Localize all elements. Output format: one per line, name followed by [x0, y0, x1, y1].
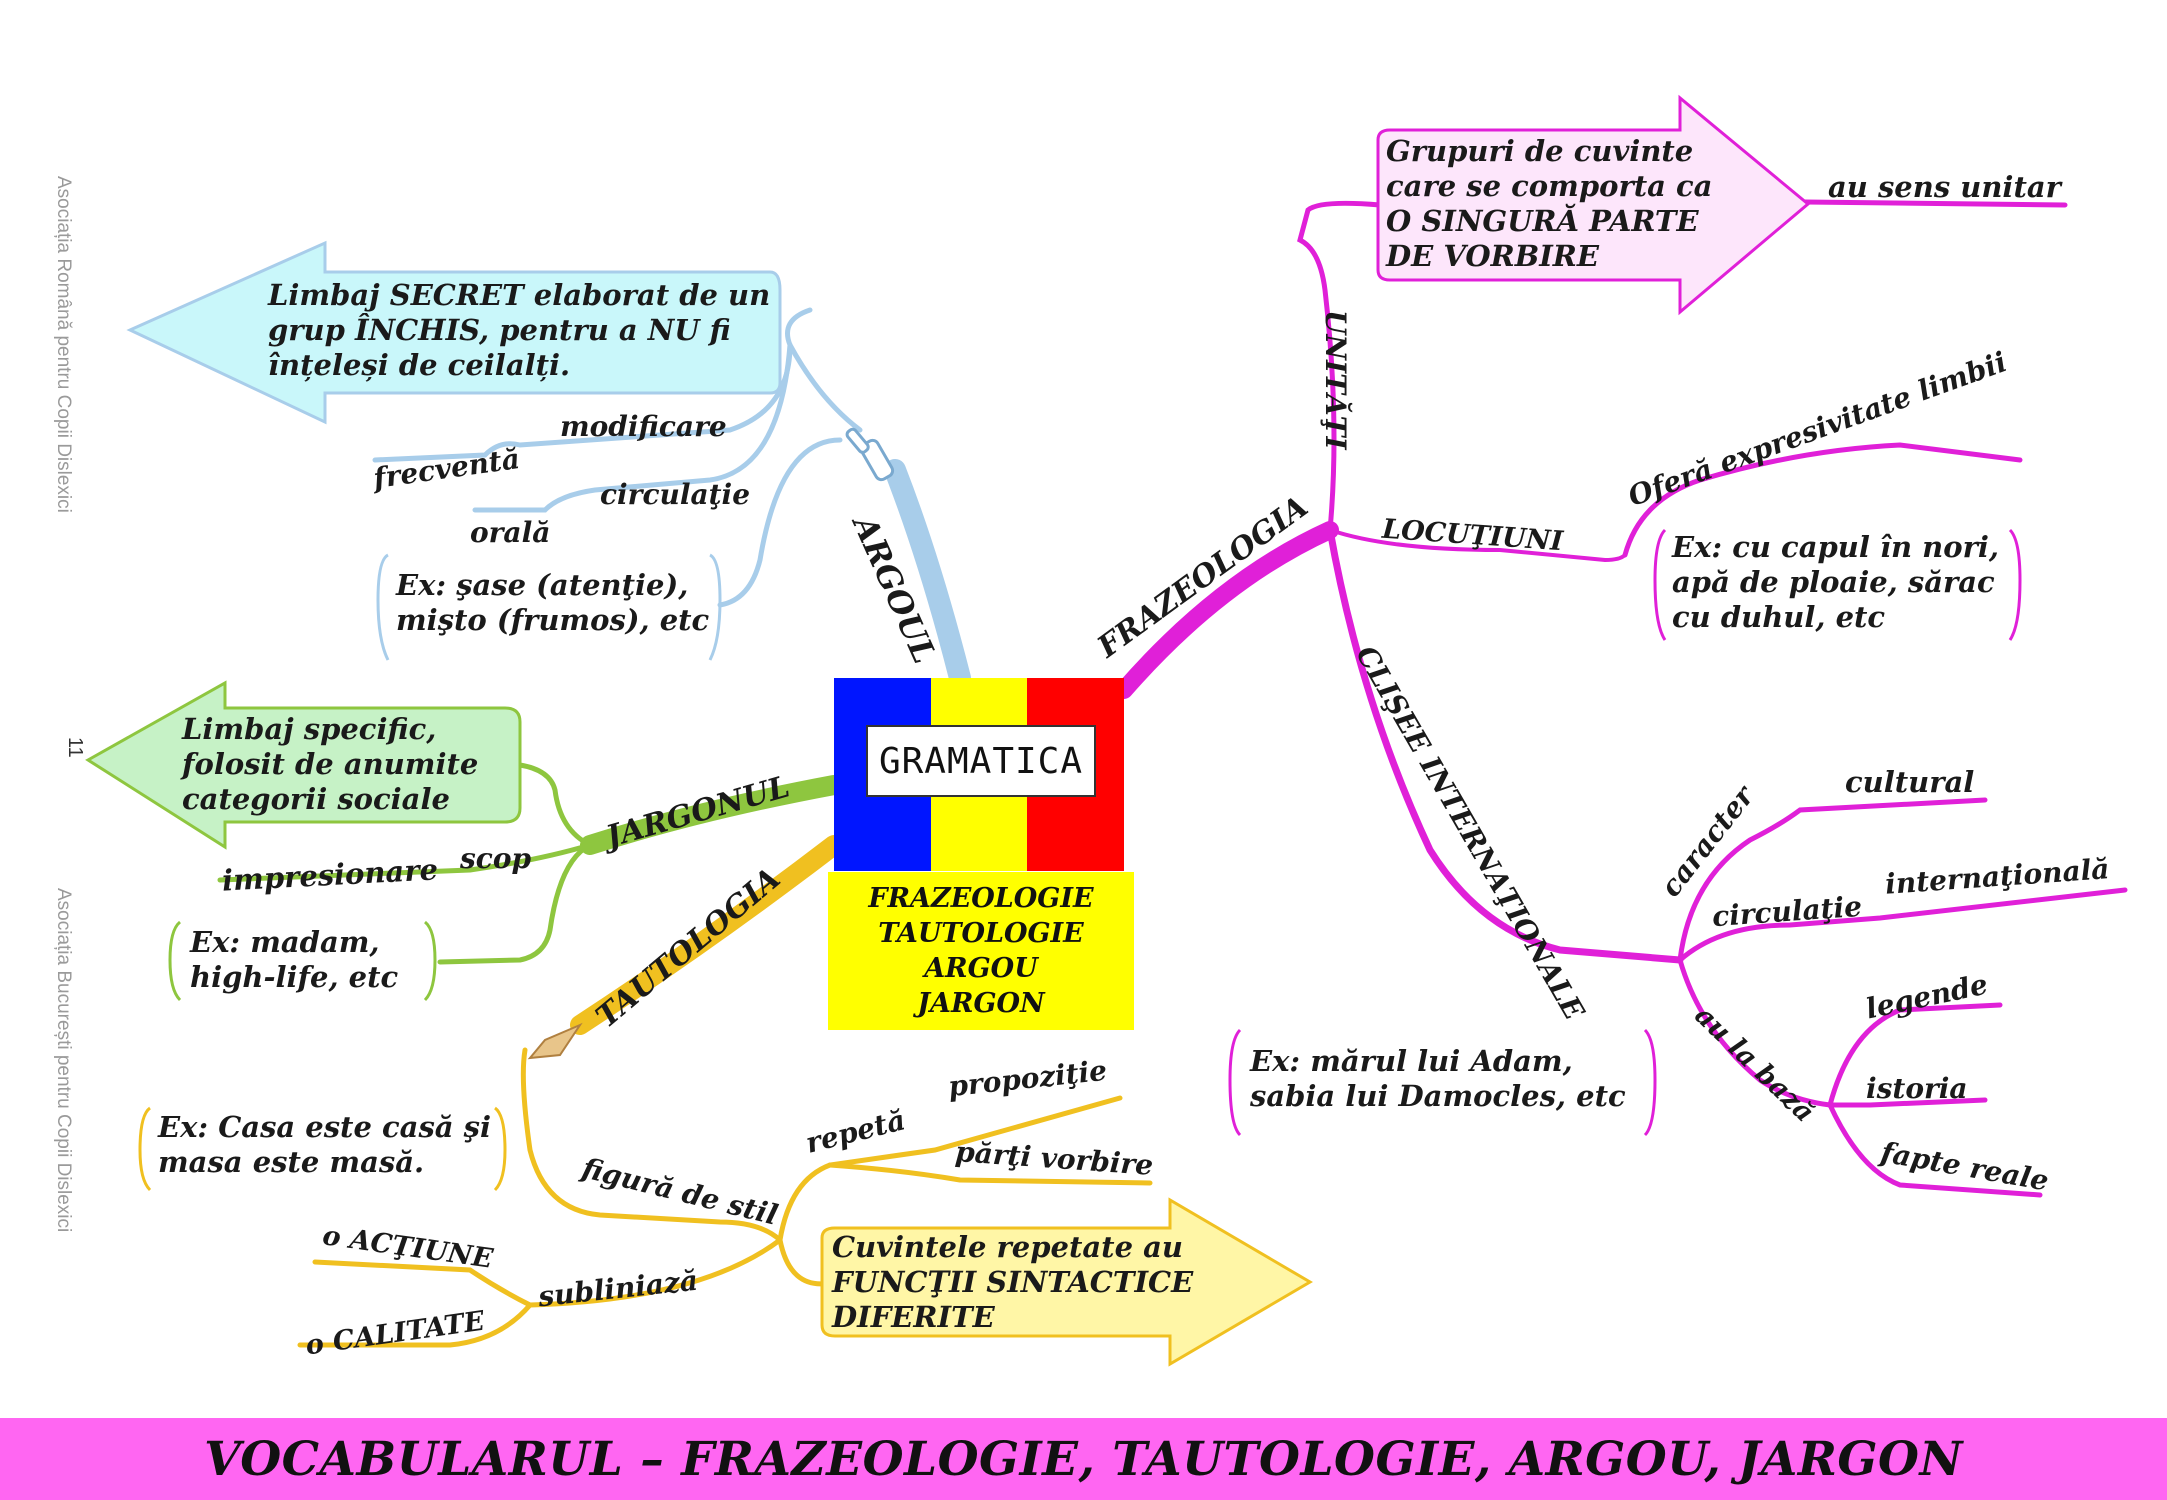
jargon-example: Ex: madam, high-life, etc: [190, 925, 398, 995]
frazeologie-sens: au sens unitar: [1828, 170, 2061, 204]
jargon-definition-arrow: [85, 680, 522, 850]
page-number: 11: [64, 737, 86, 758]
argou-circulatie: circulaţie: [600, 478, 751, 511]
tautologie-example: Ex: Casa este casă şi masa este masă.: [158, 1110, 491, 1180]
frazeologie-locutiuni-example-line: cu duhul, etc: [1672, 600, 1886, 634]
argou-definition: Limbaj SECRET elaborat de un grup ÎNCHIS…: [268, 278, 770, 383]
tautologie-note-line: DIFERITE: [832, 1300, 995, 1334]
locutiuni-example-brace: [1653, 528, 2022, 641]
argou-orala: orală: [470, 516, 551, 549]
tautologie-example-line: masa este masă.: [158, 1145, 425, 1179]
center-topic: FRAZEOLOGIE: [868, 883, 1094, 914]
argou-definition-arrow: [126, 240, 782, 425]
argou-definition-line: Limbaj SECRET elaborat de un: [268, 278, 771, 312]
tautologie-note-arrow: [820, 1197, 1313, 1367]
jargon-scop: scop: [460, 842, 532, 875]
jargon-definition-line: Limbaj specific,: [182, 712, 437, 746]
tautologie-note-line: Cuvintele repetate au: [832, 1230, 1183, 1264]
argou-definition-line: înțeleși de ceilalți.: [268, 348, 571, 382]
tautologie-branch: [297, 835, 1153, 1348]
center-topics: FRAZEOLOGIE TAUTOLOGIE ARGOU JARGON: [828, 872, 1134, 1030]
tautologie-example-brace: [138, 1106, 507, 1192]
footer-banner: VOCABULARUL – FRAZEOLOGIE, TAUTOLOGIE, A…: [0, 1418, 2167, 1500]
argou-example-brace: [376, 553, 722, 661]
frazeologie-clisee-example: Ex: mărul lui Adam, sabia lui Damocles, …: [1250, 1044, 1626, 1114]
jargon-definition: Limbaj specific, folosit de anumite cate…: [182, 712, 478, 817]
frazeologie-locutiuni-example-line: Ex: cu capul în nori,: [1672, 530, 1999, 564]
frazeologie-istoria: istoria: [1866, 1072, 1968, 1105]
center-topic: TAUTOLOGIE: [878, 918, 1084, 949]
argou-example: Ex: şase (atenţie), mişto (frumos), etc: [396, 568, 709, 638]
frazeologie-locutiuni-example-line: apă de ploaie, sărac: [1672, 565, 1995, 599]
argou-example-line: Ex: şase (atenţie),: [396, 568, 689, 602]
frazeologie-unitati-line: O SINGURĂ PARTE: [1386, 204, 1699, 238]
argou-definition-line: grup ÎNCHIS, pentru a NU fi: [268, 313, 731, 347]
side-text-top: Asociația Română pentru Copii Dislexici: [53, 176, 74, 513]
jargon-branch: [217, 762, 844, 965]
side-text-bottom: Asociația București pentru Copii Dislexi…: [53, 888, 74, 1233]
jargon-definition-line: categorii sociale: [182, 782, 450, 816]
frazeologie-unitati-line: Grupuri de cuvinte: [1386, 134, 1694, 168]
clisee-example-brace: [1228, 1028, 1657, 1137]
tautologie-example-line: Ex: Casa este casă şi: [158, 1110, 492, 1144]
argou-branch: [372, 307, 971, 689]
frazeologie-unitati-line: care se comporta ca: [1386, 169, 1713, 203]
frazeologie-unitati: UNITĂŢI: [1319, 310, 1352, 450]
tautologie-note-line: FUNCŢII SINTACTICE: [832, 1265, 1194, 1299]
frazeologie-unitati-box: Grupuri de cuvinte care se comporta ca O…: [1386, 134, 1712, 274]
frazeologie-clisee-example-line: sabia lui Damocles, etc: [1250, 1079, 1626, 1113]
footer-title: VOCABULARUL – FRAZEOLOGIE, TAUTOLOGIE, A…: [204, 1431, 1963, 1487]
argou-modificare: modificare: [560, 410, 727, 443]
center-topic: JARGON: [917, 988, 1045, 1019]
center-topic: ARGOU: [924, 953, 1038, 984]
frazeologie-branch: [1115, 199, 2128, 1198]
pointing-hand-icon: [845, 427, 895, 482]
frazeologie-locutiuni-example: Ex: cu capul în nori, apă de ploaie, săr…: [1672, 530, 1999, 635]
jargon-example-brace: [168, 920, 437, 1002]
pen-icon: [527, 1022, 583, 1060]
argou-example-line: mişto (frumos), etc: [396, 603, 710, 637]
frazeologie-unitati-line: DE VORBIRE: [1386, 239, 1599, 273]
tautologie-note: Cuvintele repetate au FUNCŢII SINTACTICE…: [832, 1230, 1193, 1335]
jargon-definition-line: folosit de anumite: [182, 747, 479, 781]
jargon-example-line: Ex: madam,: [190, 925, 380, 959]
unitati-definition-arrow: [1376, 94, 1811, 316]
frazeologie-cultural: cultural: [1845, 765, 1975, 799]
jargon-example-line: high-life, etc: [190, 960, 399, 994]
frazeologie-clisee-example-line: Ex: mărul lui Adam,: [1250, 1044, 1573, 1078]
center-title: GRAMATICA: [866, 725, 1096, 797]
